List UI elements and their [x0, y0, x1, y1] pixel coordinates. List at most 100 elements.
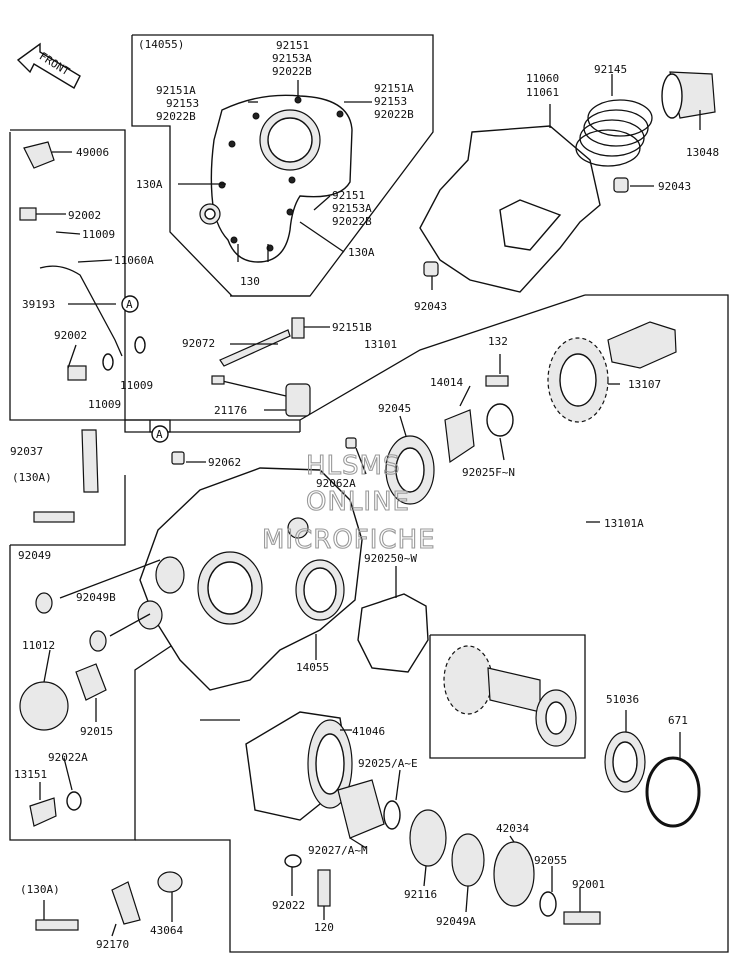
label-11012: 11012 [22, 639, 55, 652]
bracket-14014 [444, 409, 475, 464]
label-132: 132 [488, 335, 508, 348]
label-130: 130 [240, 275, 260, 288]
plug-92062 [171, 451, 185, 465]
gear-assembly-13101A [443, 645, 577, 747]
label-21176: 21176 [214, 404, 247, 417]
label-92043-b: 92043 [414, 300, 447, 313]
label-92153A-mid: 92153A [332, 202, 372, 215]
label-92001: 92001 [572, 878, 605, 891]
label-92022B-right: 92022B [374, 108, 414, 121]
label-13101A: 13101A [604, 517, 644, 530]
label-42034: 42034 [496, 822, 529, 835]
gear-42034 [493, 841, 535, 907]
label-92153A-top: 92153A [272, 52, 312, 65]
label-39193: 39193 [22, 298, 55, 311]
label-92045: 92045 [378, 402, 411, 415]
label-92151A-right: 92151A [374, 82, 414, 95]
bolt-130A-b [35, 919, 79, 931]
watermark-line-3: MICROFICHE [262, 525, 436, 555]
clamp-92037 [81, 429, 99, 493]
label-11009-a: 11009 [82, 228, 115, 241]
cap-11012 [19, 681, 69, 731]
callout-A-1: A [121, 295, 139, 313]
front-arrow-icon: FRONT [16, 42, 81, 89]
label-92145: 92145 [594, 63, 627, 76]
bolt-92001 [563, 911, 601, 925]
label-92027A-M: 92027/A~M [308, 844, 368, 857]
gasket-92025-0W [357, 593, 429, 673]
label-671: 671 [668, 714, 688, 727]
label-51036: 51036 [606, 693, 639, 706]
pin-92043-a [613, 177, 629, 193]
label-92055: 92055 [534, 854, 567, 867]
label-92153-left: 92153 [166, 97, 199, 110]
label-13101: 13101 [364, 338, 397, 351]
label-11009-b: 11009 [88, 398, 121, 411]
shim-92025F-N [486, 403, 514, 437]
label-92153-right: 92153 [374, 95, 407, 108]
housing-13101 [139, 467, 363, 691]
label-92037: 92037 [10, 445, 43, 458]
bolt-130A-a [33, 511, 75, 523]
label-92116: 92116 [404, 888, 437, 901]
label-92015: 92015 [80, 725, 113, 738]
label-92049A: 92049A [436, 915, 476, 928]
gasket-11060 [419, 125, 601, 293]
seal-92049A [451, 833, 485, 887]
bracket-92170 [111, 881, 141, 925]
sensor-21176 [211, 375, 311, 417]
label-11060: 11060 [526, 72, 559, 85]
watermark-line-2: ONLINE [306, 487, 410, 517]
callout-A-2-label: A [156, 428, 163, 441]
label-92151A-left: 92151A [156, 84, 196, 97]
label-130A-right: 130A [348, 246, 375, 259]
bearing-92045 [385, 435, 435, 505]
label-41046: 41046 [352, 725, 385, 738]
label-92062: 92062 [208, 456, 241, 469]
label-49006: 49006 [76, 146, 109, 159]
label-120: 120 [314, 921, 334, 934]
oring-671 [645, 756, 701, 828]
leader-lines [36, 74, 701, 937]
collar-13048 [661, 71, 716, 119]
label-13107: 13107 [628, 378, 661, 391]
part-labels: (14055) 92151 92153A 92022B 92151A 92153… [10, 38, 719, 951]
diagonal-outline [299, 294, 586, 421]
spring-92145 [575, 99, 653, 167]
bolt-92002-b [67, 365, 87, 381]
label-92022B-left: 92022B [156, 110, 196, 123]
spacer-92027 [337, 779, 385, 839]
label-13048: 13048 [686, 146, 719, 159]
callout-A-1-label: A [126, 298, 133, 311]
divider-line-2 [149, 420, 300, 433]
cap-49006 [23, 141, 55, 169]
label-92022A: 92022A [48, 751, 88, 764]
watermark: HLSMS ONLINE MICROFICHE [261, 450, 436, 555]
label-92151-top: 92151 [276, 39, 309, 52]
seal-92049 [35, 592, 53, 614]
label-92022: 92022 [272, 899, 305, 912]
shim-92025A-E [383, 800, 401, 830]
bearing-92116 [409, 809, 447, 867]
left-group-outline-a [10, 475, 126, 546]
sensor-13151 [29, 797, 57, 827]
label-92072: 92072 [182, 337, 215, 350]
label-92170: 92170 [96, 938, 129, 951]
gear-13107 [547, 321, 677, 423]
bolt-132 [485, 375, 509, 387]
oring-92055 [539, 891, 557, 917]
label-11009-c: 11009 [120, 379, 153, 392]
pin-92043-b [423, 261, 439, 277]
label-14014: 14014 [430, 376, 463, 389]
label-92062A: 92062A [316, 477, 356, 490]
label-group-14055: (14055) [138, 38, 184, 51]
label-43064: 43064 [150, 924, 183, 937]
label-92002-b: 92002 [54, 329, 87, 342]
label-11061: 11061 [526, 86, 559, 99]
label-92022B-top: 92022B [272, 65, 312, 78]
label-130A-a: (130A) [12, 471, 52, 484]
label-92025F-N: 92025F~N [462, 466, 515, 479]
label-92151-mid: 92151 [332, 189, 365, 202]
